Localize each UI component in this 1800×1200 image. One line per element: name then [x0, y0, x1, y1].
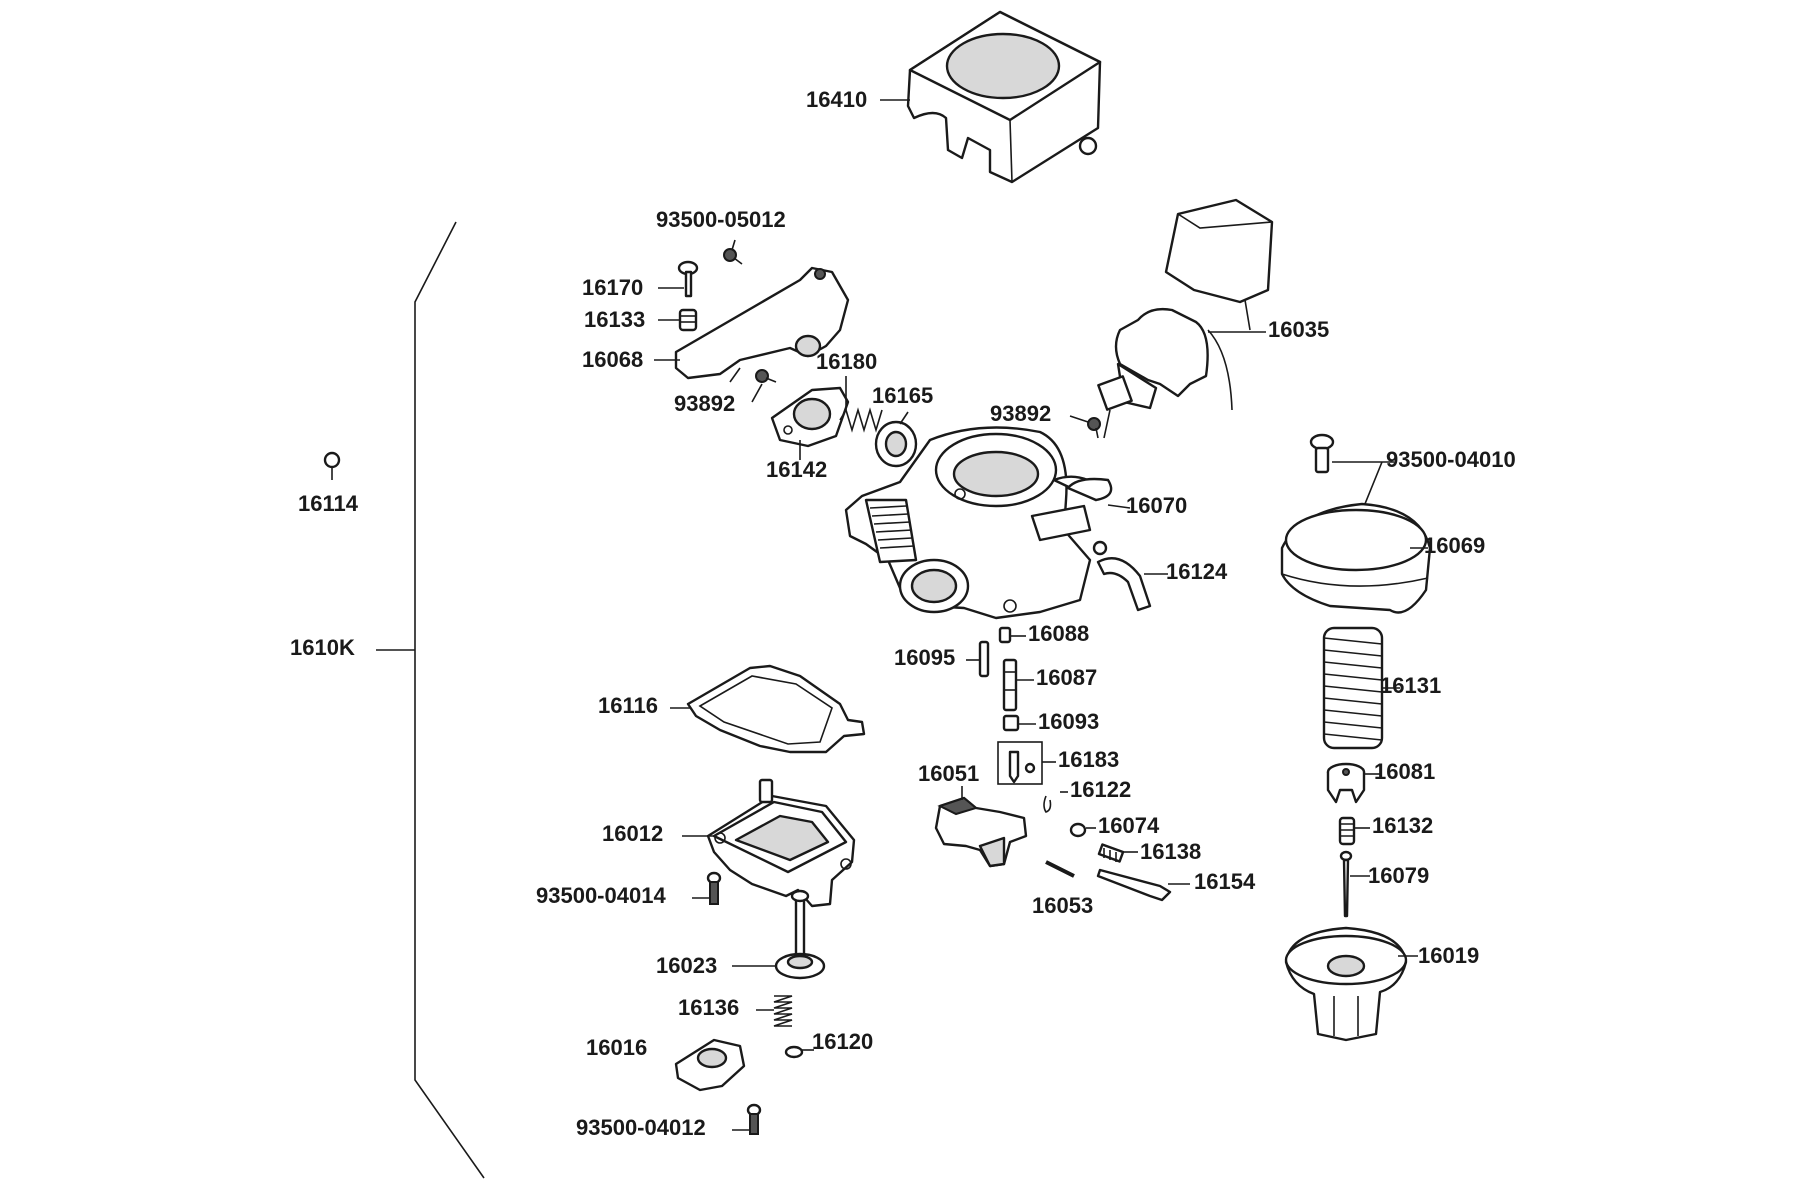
- label-16116: 16116: [598, 693, 658, 718]
- part-16079-needle: [1339, 850, 1353, 918]
- part-16131-spring: [1322, 626, 1384, 750]
- label-93500-05012: 93500-05012: [656, 207, 786, 232]
- label-93892-right: 93892: [990, 401, 1052, 426]
- part-16133-spring: [678, 308, 698, 332]
- part-16124-hose: [1092, 540, 1152, 612]
- leader-16035: [1208, 299, 1266, 333]
- label-16070: 16070: [1126, 493, 1188, 518]
- part-16068-lever: [674, 266, 850, 383]
- part-93500-04014-screw: [706, 871, 722, 905]
- label-16074: 16074: [1098, 813, 1160, 838]
- label-93892-left: 93892: [674, 391, 736, 416]
- label-16124: 16124: [1166, 559, 1228, 584]
- label-93500-04014: 93500-04014: [536, 883, 666, 908]
- part-16023-drain-screw: [774, 889, 826, 980]
- part-16165-diaphragm: [874, 420, 918, 468]
- part-93500-05012-screw: [723, 248, 743, 265]
- part-16012-float-bowl: [706, 778, 856, 908]
- part-16183-needle-valve: [997, 741, 1043, 785]
- part-16132-spring: [1338, 816, 1356, 846]
- label-16183: 16183: [1058, 747, 1120, 772]
- part-16170-screw: [677, 260, 699, 298]
- part-16122-clip: [1043, 795, 1052, 813]
- part-16053-pin: [1045, 860, 1075, 878]
- part-93500-04012-screw: [746, 1103, 762, 1135]
- part-16088-jet: [998, 626, 1012, 644]
- label-16132: 16132: [1372, 813, 1434, 838]
- label-16142: 16142: [766, 457, 828, 482]
- label-16019: 16019: [1418, 943, 1480, 968]
- label-1610K: 1610K: [290, 635, 355, 660]
- leader-93500-05012: [731, 239, 736, 251]
- label-16410: 16410: [806, 87, 868, 112]
- label-16120: 16120: [812, 1029, 874, 1054]
- leader-93892-right: [1069, 415, 1089, 423]
- label-16093: 16093: [1038, 709, 1100, 734]
- part-16180-spring: [839, 407, 883, 433]
- part-16069-top-cap: [1280, 502, 1432, 614]
- part-16138-spring: [1097, 843, 1125, 863]
- label-16087: 16087: [1036, 665, 1098, 690]
- part-16095-jet: [978, 640, 990, 678]
- kit-bracket-line: [414, 221, 485, 1179]
- label-93500-04010: 93500-04010: [1386, 447, 1516, 472]
- part-16081-retainer: [1326, 762, 1366, 804]
- label-16122: 16122: [1070, 777, 1132, 802]
- part-16136-spring: [773, 995, 793, 1027]
- label-16081: 16081: [1374, 759, 1436, 784]
- label-16136: 16136: [678, 995, 740, 1020]
- part-16019-piston: [1284, 926, 1408, 1042]
- label-16068: 16068: [582, 347, 644, 372]
- label-16131: 16131: [1380, 673, 1442, 698]
- label-16133: 16133: [584, 307, 646, 332]
- part-16074-o-ring: [1069, 822, 1087, 838]
- label-16114: 16114: [298, 491, 358, 516]
- part-16035-auto-choke: [1097, 198, 1274, 439]
- part-16051-float: [934, 796, 1028, 868]
- label-16069: 16069: [1424, 533, 1486, 558]
- part-16093-jet: [1002, 714, 1020, 732]
- leader-16165: [899, 411, 909, 425]
- leader-16070: [1107, 504, 1131, 509]
- part-16114: [323, 451, 341, 480]
- part-16016-cover: [674, 1038, 746, 1092]
- label-16012: 16012: [602, 821, 664, 846]
- part-16120-o-ring: [784, 1045, 804, 1059]
- part-93892-right-screw: [1087, 417, 1101, 439]
- label-16138: 16138: [1140, 839, 1202, 864]
- label-16053: 16053: [1032, 893, 1094, 918]
- label-16170: 16170: [582, 275, 644, 300]
- label-16023: 16023: [656, 953, 718, 978]
- label-16079: 16079: [1368, 863, 1430, 888]
- label-16051: 16051: [918, 761, 980, 786]
- label-16154: 16154: [1194, 869, 1256, 894]
- part-93892-left-screw: [755, 369, 777, 383]
- label-16016: 16016: [586, 1035, 648, 1060]
- label-93500-04012: 93500-04012: [576, 1115, 706, 1140]
- part-16070-clip: [1066, 477, 1113, 502]
- part-16154-screw: [1096, 868, 1172, 902]
- carburetor-body: [844, 426, 1106, 620]
- label-16095: 16095: [894, 645, 956, 670]
- label-16088: 16088: [1028, 621, 1090, 646]
- leader-93892-left: [751, 383, 763, 403]
- part-16087-jet: [1002, 658, 1018, 712]
- label-16165: 16165: [872, 383, 934, 408]
- part-16116-gasket: [686, 664, 866, 754]
- label-16180: 16180: [816, 349, 878, 374]
- label-16035: 16035: [1268, 317, 1330, 342]
- part-16410-cover: [906, 10, 1102, 184]
- part-16142-cover: [770, 386, 850, 448]
